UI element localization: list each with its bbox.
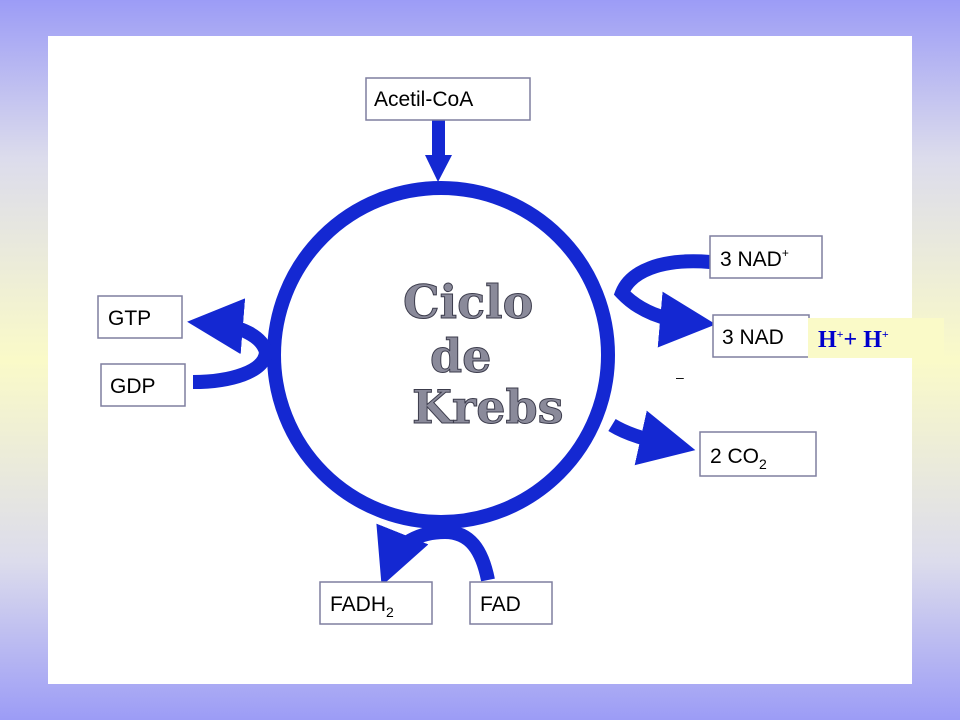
- gtp-label: GTP: [108, 307, 151, 330]
- acetil-coa-label: Acetil-CoA: [374, 88, 473, 111]
- svg-text:3 NAD+: 3 NAD+: [720, 246, 789, 271]
- cycle-title: Ciclo de Krebs: [403, 275, 565, 435]
- nad-out-label: 3 NAD: [722, 326, 784, 349]
- fadh2-box: FADH2: [319, 581, 433, 625]
- gtp-box: GTP: [97, 295, 183, 339]
- svg-text:FADH2: FADH2: [330, 593, 394, 620]
- fad-box: FAD: [469, 581, 553, 625]
- gdp-label: GDP: [110, 375, 156, 398]
- co2-sub: 2: [759, 456, 767, 472]
- nad-out-box: 3 NAD H++ H+ –: [676, 314, 944, 385]
- co2-label: 2 CO: [710, 445, 759, 468]
- co2-arrow: [608, 410, 696, 466]
- gdp-box: GDP: [100, 363, 186, 407]
- nad-in-box: 3 NAD+: [709, 235, 823, 279]
- title-line-3: Krebs: [412, 380, 564, 434]
- nad-in-sup: +: [782, 246, 789, 260]
- co2-box: 2 CO2: [699, 431, 817, 477]
- title-line-2: de: [430, 329, 491, 383]
- h-plus-label: H++ H+: [818, 327, 889, 353]
- cycle-circle: [267, 181, 615, 529]
- fadh2-sub: 2: [386, 604, 394, 620]
- acetil-coa-arrow: [425, 118, 452, 182]
- fad-label: FAD: [480, 593, 521, 616]
- nad-in-label: 3 NAD: [720, 248, 782, 271]
- title-line-1: Ciclo: [403, 275, 533, 329]
- nad-dash: –: [676, 369, 684, 385]
- svg-text:2 CO2: 2 CO2: [710, 445, 767, 472]
- fadh2-label: FADH: [330, 593, 386, 616]
- gtp-arrow: [187, 298, 274, 389]
- nad-arrow: [613, 254, 716, 348]
- fad-arrow: [376, 523, 495, 586]
- acetil-coa-box: Acetil-CoA: [365, 77, 531, 121]
